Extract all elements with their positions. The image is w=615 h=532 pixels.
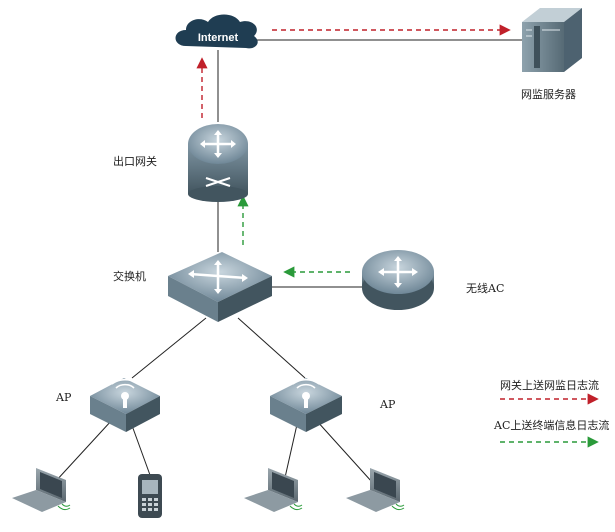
laptop-icon <box>244 468 303 512</box>
gateway-label: 出口网关 <box>113 155 157 168</box>
link-ap-right-laptop <box>283 419 299 483</box>
server-label: 网监服务器 <box>521 88 576 101</box>
access-point-right-icon <box>270 378 342 432</box>
legend-ac-flow-label: AC上送终端信息日志流 <box>494 419 610 432</box>
link-switch-ap-left <box>131 317 207 379</box>
internet-label: Internet <box>198 32 239 44</box>
legend-gateway-flow-label: 网关上送网监日志流 <box>500 379 599 392</box>
link-ap-left-laptop <box>54 419 113 483</box>
connection-lines <box>54 39 522 483</box>
switch-icon <box>168 252 272 322</box>
mobile-phone-icon <box>138 474 162 518</box>
wireless-ac-icon <box>362 250 434 310</box>
laptop-icon <box>12 468 71 512</box>
ap-right-label: AP <box>380 398 396 411</box>
access-point-left-icon <box>90 378 160 432</box>
ac-label: 无线AC <box>466 282 505 295</box>
ap-left-label: AP <box>56 391 72 404</box>
server-icon <box>522 8 582 72</box>
internet-cloud-icon: Internet <box>175 14 258 49</box>
laptop-icon <box>346 468 405 512</box>
link-ap-right-laptop2 <box>315 419 373 483</box>
gateway-router-icon <box>188 124 248 202</box>
link-switch-ap-right <box>237 317 306 379</box>
switch-label: 交换机 <box>113 270 146 283</box>
link-ap-left-phone <box>129 419 151 476</box>
